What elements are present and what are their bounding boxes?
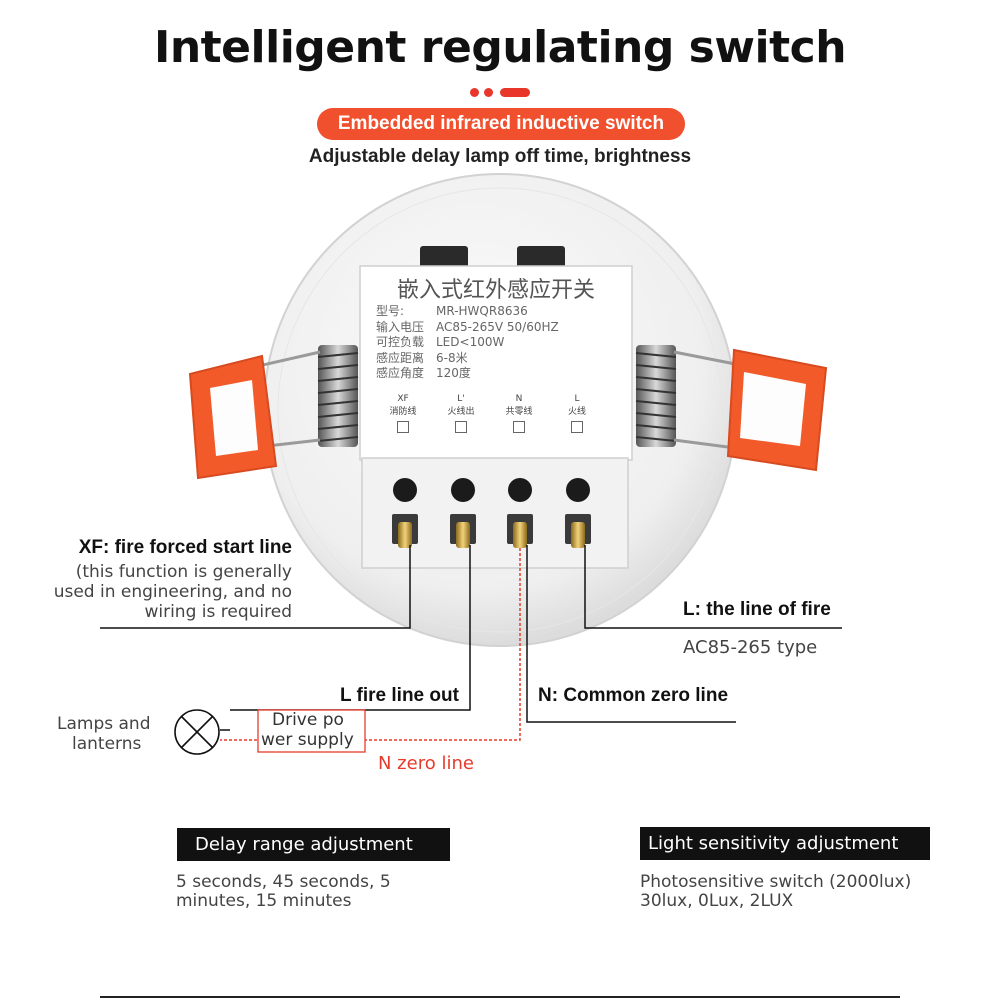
light-sensitivity-desc-2: 30lux, 0Lux, 2LUX	[640, 891, 794, 911]
xf-wire	[100, 545, 411, 629]
top-tab	[517, 246, 565, 270]
l-title: L: the line of fire	[683, 599, 831, 620]
l-note: AC85-265 type	[683, 637, 818, 658]
plate-row: 型号:MR-HWQR8636	[376, 304, 528, 318]
terminal-block	[361, 457, 629, 569]
xf-note-3: wiring is required	[144, 602, 292, 622]
subtitle: Adjustable delay lamp off time, brightne…	[308, 146, 692, 167]
left-clip-icon	[188, 354, 278, 480]
dot	[470, 88, 479, 97]
feature-pill: Embedded infrared inductive switch	[317, 108, 685, 140]
delay-range-desc-1: 5 seconds, 45 seconds, 5	[176, 872, 391, 892]
drive-supply-box	[257, 709, 366, 753]
left-spring-icon	[317, 345, 359, 447]
plate-heading: 嵌入式红外感应开关	[396, 278, 595, 303]
n-wire	[526, 545, 736, 723]
top-tab	[420, 246, 468, 270]
l-wire	[584, 545, 842, 629]
xf-note-2: used in engineering, and no	[53, 582, 292, 602]
delay-range-desc-2: minutes, 15 minutes	[176, 891, 352, 911]
label-plate	[359, 265, 633, 461]
right-clip-icon	[726, 348, 828, 472]
dot	[484, 88, 493, 97]
xf-title: XF: fire forced start line	[78, 537, 292, 558]
xf-note-1: (this function is generally	[75, 562, 292, 582]
page-title: Intelligent regulating switch	[153, 22, 847, 73]
lamp-label-2: lanterns	[72, 734, 142, 754]
dash	[500, 88, 530, 97]
lamp-icon	[174, 709, 220, 755]
bottom-divider	[100, 996, 900, 998]
n-zero-label: N zero line	[378, 753, 474, 774]
n-title: N: Common zero line	[538, 685, 729, 706]
right-spring-icon	[635, 345, 677, 447]
drive-label-2: wer supply	[261, 730, 354, 750]
l-out-title: L fire line out	[340, 685, 459, 706]
light-sensitivity-bar: Light sensitivity adjustment	[640, 827, 930, 860]
decorative-dots	[470, 88, 540, 98]
delay-range-bar: Delay range adjustment	[177, 828, 450, 861]
light-sensitivity-desc-1: Photosensitive switch (2000lux)	[640, 872, 912, 892]
terminal-label-lout: L'火线出	[438, 394, 484, 433]
lamp-label-1: Lamps and	[57, 714, 151, 734]
drive-label-1: Drive po	[272, 710, 344, 730]
